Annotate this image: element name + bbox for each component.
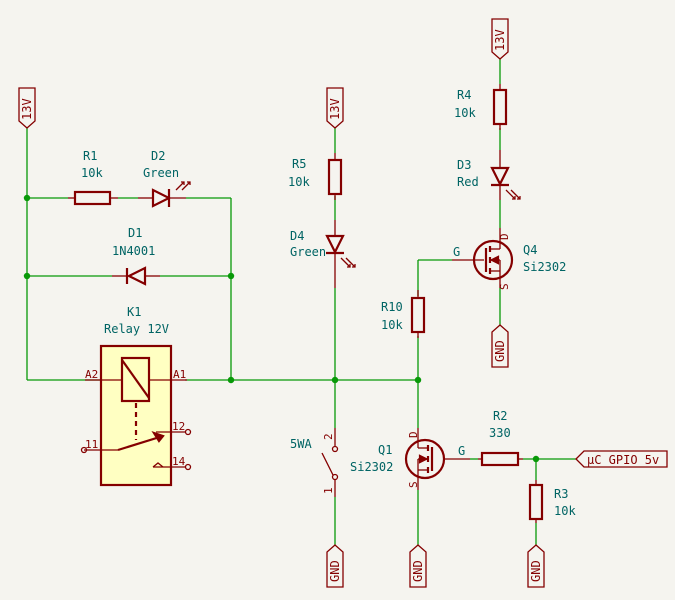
led-emission-arrows-icon [175, 181, 191, 191]
gnd-flag-q4[interactable]: GND [491, 324, 509, 368]
pin-label-g: G [453, 245, 460, 259]
ref-label: K1 [127, 305, 141, 319]
value-label: Si2302 [350, 460, 393, 474]
led-emission-arrows-icon [505, 189, 521, 200]
value-label: Relay 12V [104, 322, 169, 336]
value-label: 330 [489, 426, 511, 440]
gnd-flag-r3[interactable]: GND [527, 544, 545, 588]
gnd-label: GND [411, 560, 425, 582]
value-label: 1N4001 [112, 244, 155, 258]
pin-label-s: S [498, 283, 511, 290]
mosfet-q4[interactable]: D S G Q4 Si2302 [452, 228, 566, 290]
power-label: 13V [328, 98, 342, 120]
led-d4[interactable]: D4 Green [290, 220, 356, 288]
junction-dot [227, 376, 235, 384]
gnd-label: GND [529, 560, 543, 582]
pin-label-d: D [498, 233, 511, 240]
power-label: 13V [493, 29, 507, 51]
value-label: Green [143, 166, 179, 180]
pin-label-2: 2 [322, 433, 335, 440]
mosfet-q1[interactable]: D S G Q1 Si2302 [350, 428, 470, 490]
gnd-flag-q1[interactable]: GND [409, 544, 427, 588]
ref-label: R1 [83, 149, 97, 163]
diode-d1[interactable]: D1 1N4001 [112, 226, 160, 286]
power-13v-left[interactable]: 13V [18, 87, 36, 129]
ref-label: D2 [151, 149, 165, 163]
power-13v-middle[interactable]: 13V [326, 87, 344, 129]
power-13v-right[interactable]: 13V [491, 18, 509, 60]
gnd-label: GND [493, 340, 507, 362]
resistor-r5[interactable]: R5 10k [288, 153, 343, 200]
ref-label: Q4 [523, 243, 537, 257]
ref-label: 5WA [290, 437, 312, 451]
global-label-text: µC GPIO 5v [587, 453, 659, 467]
value-label: 10k [554, 504, 576, 518]
led-d3[interactable]: D3 Red [457, 150, 521, 200]
ref-label: D3 [457, 158, 471, 172]
value-label: 10k [381, 318, 403, 332]
value-label: Green [290, 245, 326, 259]
switch-5wa[interactable]: 2 1 5WA [290, 428, 339, 497]
ref-label: R5 [292, 157, 306, 171]
pin-label-1: 1 [322, 487, 335, 494]
resistor-r2[interactable]: R2 330 [478, 409, 523, 467]
ref-label: Q1 [378, 443, 392, 457]
junction-dot [227, 272, 235, 280]
value-label: 10k [288, 175, 310, 189]
resistor-r4[interactable]: R4 10k [454, 84, 508, 130]
value-label: 10k [81, 166, 103, 180]
ref-label: D4 [290, 229, 304, 243]
gnd-flag-switch[interactable]: GND [326, 544, 344, 588]
led-emission-arrows-icon [340, 257, 356, 268]
power-label: 13V [20, 98, 34, 120]
pin-label-s: S [407, 481, 420, 488]
relay-k1[interactable]: A2 A1 11 12 14 K1 Relay 12V [80, 305, 192, 487]
pin-label-d: D [407, 431, 420, 438]
value-label: Si2302 [523, 260, 566, 274]
pin-label-11: 11 [85, 438, 98, 451]
ref-label: R10 [381, 300, 403, 314]
pin-label-g: G [458, 444, 465, 458]
led-d2[interactable]: D2 Green [138, 149, 191, 208]
junction-dot [532, 455, 540, 463]
value-label: 10k [454, 106, 476, 120]
resistor-r10[interactable]: R10 10k [381, 290, 426, 338]
junction-dot [331, 376, 339, 384]
gnd-label: GND [328, 560, 342, 582]
value-label: Red [457, 175, 479, 189]
junction-dot [23, 194, 31, 202]
global-label-gpio[interactable]: µC GPIO 5v [575, 450, 668, 468]
ref-label: R3 [554, 487, 568, 501]
junction-dot [414, 376, 422, 384]
pin-label-14: 14 [172, 455, 186, 468]
pin-label-a1: A1 [173, 368, 186, 381]
ref-label: D1 [128, 226, 142, 240]
junctions [23, 194, 540, 463]
ref-label: R2 [493, 409, 507, 423]
resistor-r1[interactable]: R1 10k [68, 149, 118, 206]
junction-dot [23, 272, 31, 280]
pin-label-a2: A2 [85, 368, 98, 381]
pin-label-12: 12 [172, 420, 185, 433]
ref-label: R4 [457, 88, 471, 102]
resistor-r3[interactable]: R3 10k [528, 480, 576, 523]
